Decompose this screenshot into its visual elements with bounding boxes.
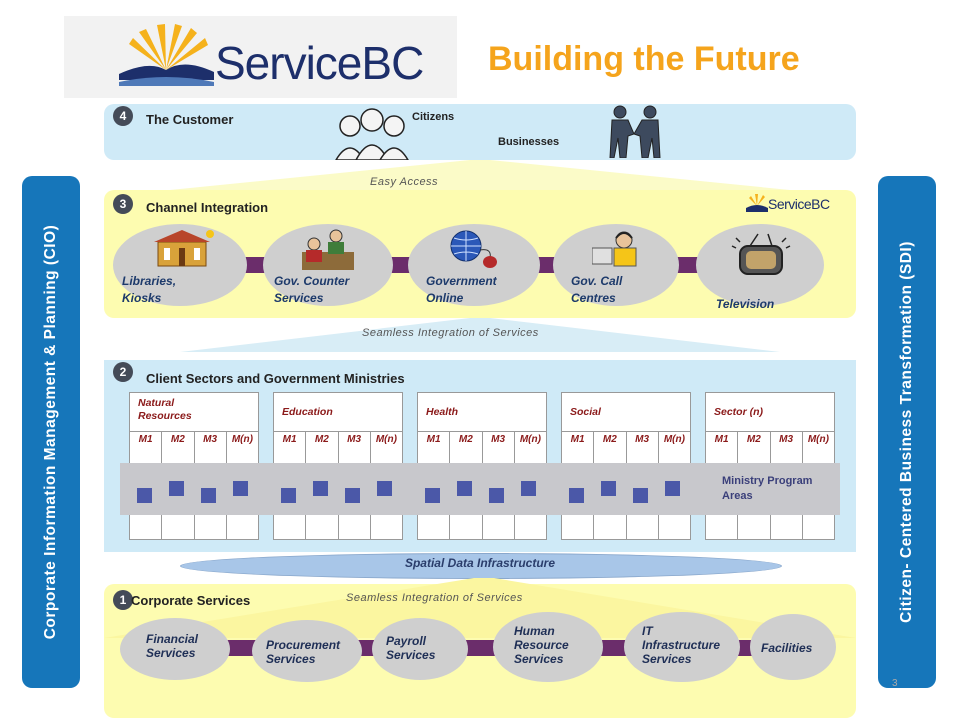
- citizens-group-icon: [335, 108, 409, 160]
- program-area-square: [457, 481, 472, 496]
- program-area-square: [633, 488, 648, 503]
- channel-label-television: Television: [716, 297, 775, 311]
- side-banner-sdi-label: Citizen- Centered Business Transformatio…: [898, 241, 915, 623]
- program-area-square: [569, 488, 584, 503]
- corporate-oval-hr: [493, 612, 603, 682]
- corporate-oval-facilities: [750, 614, 836, 680]
- ministry-col: M(n): [231, 434, 253, 445]
- program-area-square: [425, 488, 440, 503]
- television-icon: [731, 233, 791, 275]
- ministry-name: Sector (n): [714, 406, 764, 418]
- ministry-col: M2: [314, 434, 329, 445]
- ministry-col: M2: [170, 434, 185, 445]
- program-area-square: [377, 481, 392, 496]
- band-number-3: 3: [113, 194, 133, 214]
- citizens-label: Citizens: [412, 111, 455, 123]
- seamless-label-bottom: Seamless Integration of Services: [346, 592, 523, 604]
- customer-band: [104, 104, 856, 160]
- ministry-name: Natural: [138, 397, 175, 409]
- ministry-col: M1: [282, 434, 297, 445]
- program-area-square: [665, 481, 680, 496]
- ministry-col: M(n): [663, 434, 685, 445]
- program-area-square: [521, 481, 536, 496]
- businesses-label: Businesses: [498, 136, 560, 148]
- side-banner-sdi: Citizen- Centered Business Transformatio…: [878, 176, 936, 688]
- seamless-connector-top: [180, 318, 780, 352]
- globe-mouse-icon: [450, 230, 497, 268]
- businesses-handshake-icon: [609, 105, 661, 158]
- program-area-square: [233, 481, 248, 496]
- ministry-name: Education: [282, 406, 333, 418]
- ministry-name-line2: Resources: [138, 410, 192, 422]
- ministry-col: M3: [347, 434, 362, 445]
- servicebc-logo: [64, 16, 457, 98]
- program-area-square: [489, 488, 504, 503]
- program-area-square: [313, 481, 328, 496]
- ministry-col: M2: [458, 434, 473, 445]
- ministry-col: M1: [714, 434, 729, 445]
- channel-title: Channel Integration: [146, 200, 269, 215]
- ministry-col: M3: [203, 434, 218, 445]
- ministry-col: M(n): [519, 434, 541, 445]
- ministry-col: M1: [426, 434, 441, 445]
- easy-access-connector: [150, 160, 810, 192]
- band-number-4: 4: [113, 106, 133, 126]
- corporate-oval-procurement: [252, 620, 362, 682]
- servicebc-small-logo-text: ServiceBC: [768, 196, 830, 212]
- ministry-name: Social: [570, 406, 601, 418]
- page-title: Building the Future: [488, 40, 800, 78]
- ministry-col: M3: [779, 434, 794, 445]
- program-area-square: [281, 488, 296, 503]
- program-area-square: [601, 481, 616, 496]
- program-area-square: [201, 488, 216, 503]
- program-area-square: [345, 488, 360, 503]
- page-number: 3: [892, 678, 898, 689]
- seamless-label-top: Seamless Integration of Services: [362, 327, 539, 339]
- spatial-data-infrastructure-label: Spatial Data Infrastructure: [404, 556, 556, 570]
- ministry-col: M(n): [807, 434, 829, 445]
- corporate-label-facilities: Facilities: [761, 641, 813, 655]
- corporate-oval-financial: [120, 618, 230, 680]
- ministry-name: Health: [426, 406, 459, 418]
- customer-title: The Customer: [146, 112, 234, 127]
- client-title: Client Sectors and Government Ministries: [146, 371, 405, 386]
- corporate-oval-it: [624, 612, 740, 682]
- ministry-col: M3: [491, 434, 506, 445]
- ministry-col: M3: [635, 434, 650, 445]
- ministry-col: M1: [138, 434, 153, 445]
- corporate-oval-payroll: [372, 618, 468, 680]
- band-number-1: 1: [113, 590, 133, 610]
- easy-access-label: Easy Access: [370, 176, 439, 188]
- ministry-col: M2: [746, 434, 761, 445]
- servicebc-logo-text: ServiceBC: [215, 37, 424, 89]
- channel-label-libraries: Libraries,Kiosks: [122, 274, 177, 305]
- corporate-title: Corporate Services: [131, 593, 251, 608]
- sun-mountain-logo-icon: [119, 24, 214, 86]
- call-centre-icon: [592, 231, 637, 267]
- ministry-col: M(n): [375, 434, 397, 445]
- side-banner-cio: Corporate Information Management & Plann…: [22, 176, 80, 688]
- band-number-2: 2: [113, 362, 133, 382]
- side-banner-cio-label: Corporate Information Management & Plann…: [42, 224, 59, 640]
- counter-service-icon: [302, 229, 354, 270]
- ministry-col: M1: [570, 434, 585, 445]
- program-area-square: [169, 481, 184, 496]
- ministry-col: M2: [602, 434, 617, 445]
- program-area-square: [137, 488, 152, 503]
- library-building-icon: [154, 230, 214, 267]
- servicebc-small-logo-icon: [746, 194, 768, 212]
